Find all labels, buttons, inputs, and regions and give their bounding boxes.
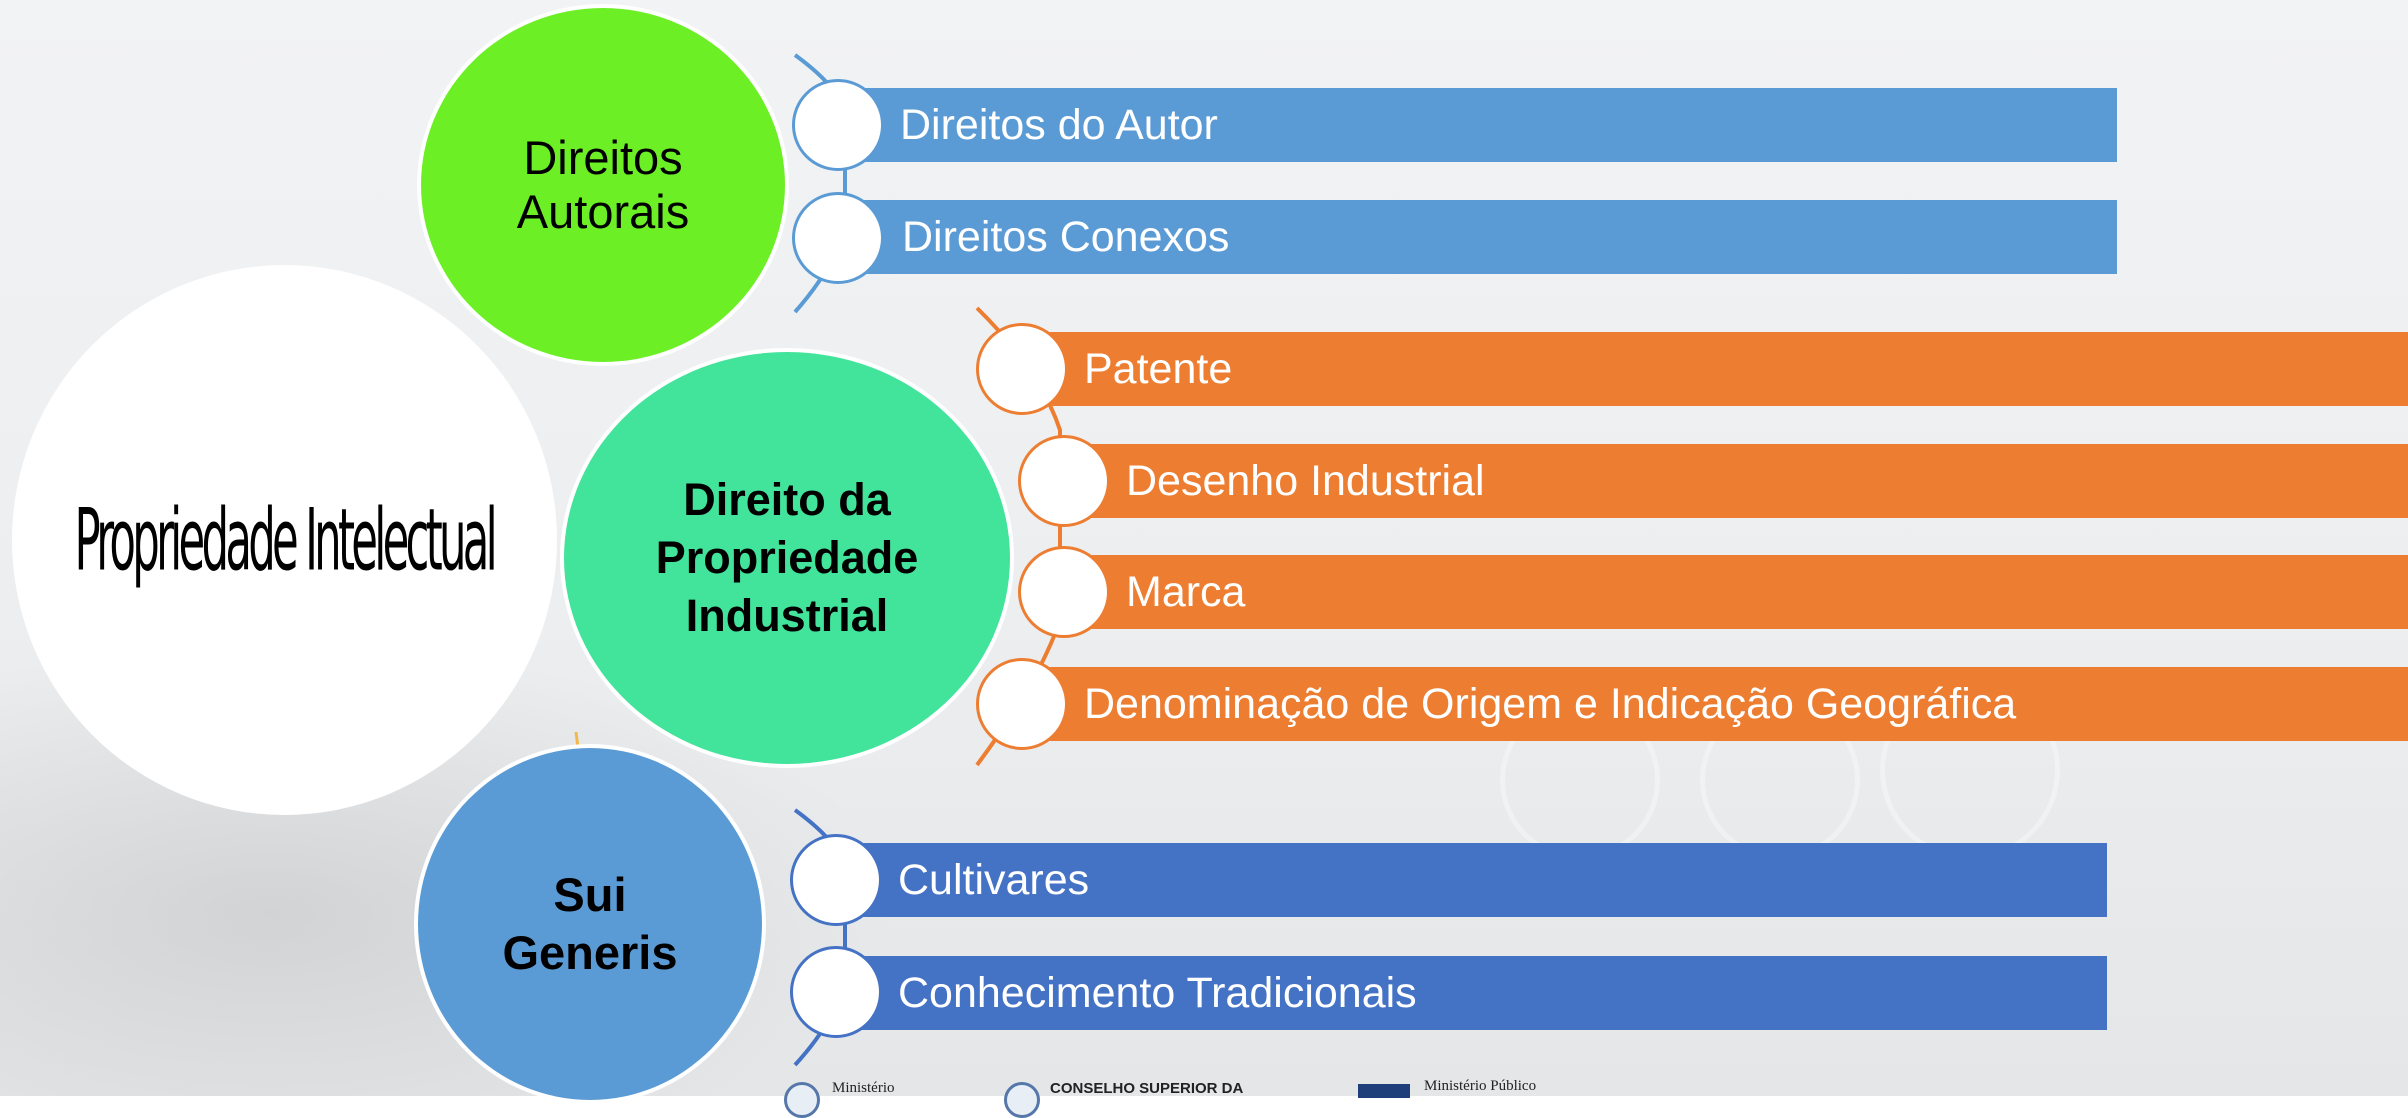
item-label: Direitos do Autor: [900, 100, 1218, 149]
item-conhecimento-tradicionais: Conhecimento Tradicionais: [842, 956, 2107, 1030]
footer-logo-3: Ministério Público: [1424, 1078, 1536, 1094]
item-label: Cultivares: [898, 855, 1090, 904]
footer-logo-1-text: Ministério: [832, 1080, 895, 1096]
node-propriedade-industrial: Direito da Propriedade Industrial: [560, 348, 1014, 768]
item-bullet-icon: [1018, 546, 1110, 638]
node-direitos-autorais: Direitos Autorais: [417, 4, 789, 366]
root-label: Propriedade Intelectual: [74, 489, 498, 591]
item-label: Patente: [1084, 344, 1233, 393]
item-patente: Patente: [1025, 332, 2408, 406]
item-bullet-icon: [976, 658, 1068, 750]
footer-logo-3-text: Ministério Público: [1424, 1078, 1537, 1094]
seal-icon: [784, 1082, 820, 1118]
item-direitos-conexos: Direitos Conexos: [842, 200, 2117, 274]
item-bullet-icon: [792, 192, 884, 284]
footer-logo-1: Ministério: [832, 1080, 895, 1096]
item-direitos-do-autor: Direitos do Autor: [842, 88, 2117, 162]
node-label: Direitos Autorais: [516, 131, 690, 238]
node-label: Direito da Propriedade Industrial: [655, 474, 919, 641]
item-label: Conhecimento Tradicionais: [898, 968, 1417, 1017]
seal-icon: [1004, 1082, 1040, 1118]
item-bullet-icon: [792, 79, 884, 171]
node-label: Sui Generis: [502, 868, 678, 979]
footer-logo-2: CONSELHO SUPERIOR DA: [1050, 1080, 1243, 1096]
item-cultivares: Cultivares: [842, 843, 2107, 917]
item-bullet-icon: [790, 946, 882, 1038]
item-bullet-icon: [1018, 435, 1110, 527]
flag-icon: [1358, 1084, 1410, 1098]
item-marca: Marca: [1068, 555, 2408, 629]
item-label: Direitos Conexos: [902, 212, 1230, 261]
item-label: Denominação de Origem e Indicação Geográ…: [1084, 679, 2017, 728]
item-bullet-icon: [976, 323, 1068, 415]
item-denominacao-origem: Denominação de Origem e Indicação Geográ…: [1025, 667, 2408, 741]
node-sui-generis: Sui Generis: [414, 744, 766, 1104]
footer-logo-2-text: CONSELHO SUPERIOR DA: [1050, 1080, 1244, 1096]
item-desenho-industrial: Desenho Industrial: [1068, 444, 2408, 518]
root-node-propriedade-intelectual: Propriedade Intelectual: [12, 265, 557, 815]
item-bullet-icon: [790, 834, 882, 926]
item-label: Desenho Industrial: [1126, 456, 1485, 505]
item-label: Marca: [1126, 567, 1246, 616]
